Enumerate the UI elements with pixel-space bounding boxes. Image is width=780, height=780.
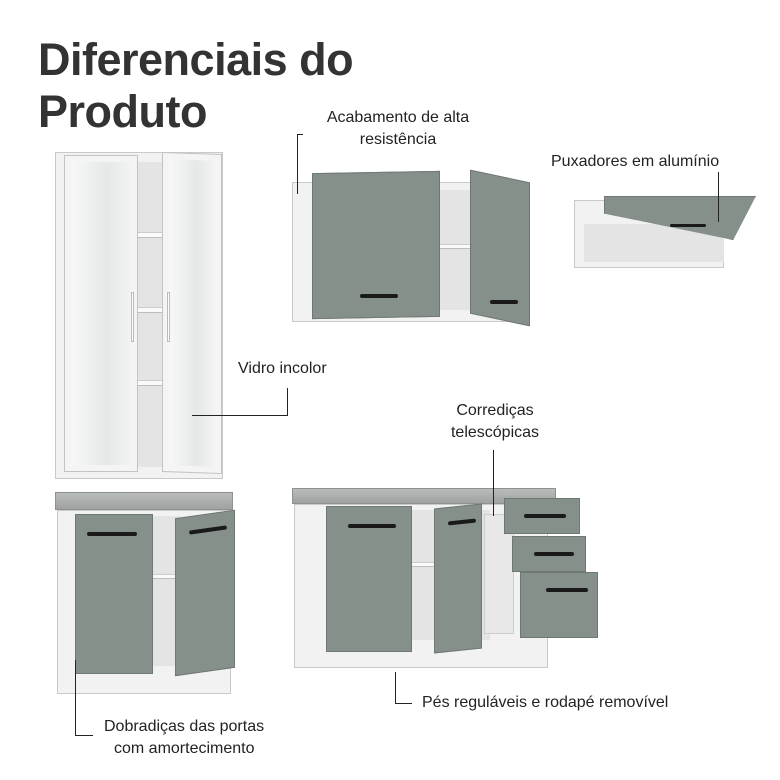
base-cabinet-2-doors-image <box>55 492 235 694</box>
wall-cabinet-image <box>292 169 534 327</box>
callout-finish: Acabamento de alta resistência <box>308 107 488 151</box>
callout-hinges-line-1: Dobradiças das portas <box>104 718 265 735</box>
leader-line <box>75 735 93 736</box>
leader-line <box>395 703 412 704</box>
title-line-2: Produto <box>38 86 207 137</box>
leader-line <box>297 134 298 194</box>
leader-line <box>287 388 288 416</box>
callout-finish-line-1: Acabamento de alta <box>326 109 470 126</box>
callout-slides-line-1: Corrediças <box>456 402 534 419</box>
leader-line <box>75 660 76 736</box>
callout-hinges: Dobradiças das portas com amortecimento <box>104 716 264 760</box>
title-line-1: Diferenciais do <box>38 34 354 85</box>
leader-line <box>395 672 396 704</box>
callout-handles: Puxadores em alumínio <box>551 153 720 170</box>
leader-line <box>718 172 719 222</box>
callout-glass: Vidro incolor <box>238 360 327 377</box>
base-cabinet-drawers-image <box>292 486 600 670</box>
callout-finish-line-2: resistência <box>359 131 437 148</box>
callout-hinges-line-2: com amortecimento <box>114 740 255 757</box>
callout-slides-line-2: telescópicas <box>450 424 540 441</box>
leader-line <box>297 134 303 135</box>
flip-cabinet-image <box>574 196 756 270</box>
page-title: Diferenciais do Produto <box>38 34 354 138</box>
callout-slides: Corrediças telescópicas <box>430 400 560 444</box>
leader-line <box>493 450 494 516</box>
glass-cabinet-image <box>55 151 223 479</box>
callout-feet: Pés reguláveis e rodapé removível <box>422 694 669 711</box>
leader-line <box>192 415 288 416</box>
